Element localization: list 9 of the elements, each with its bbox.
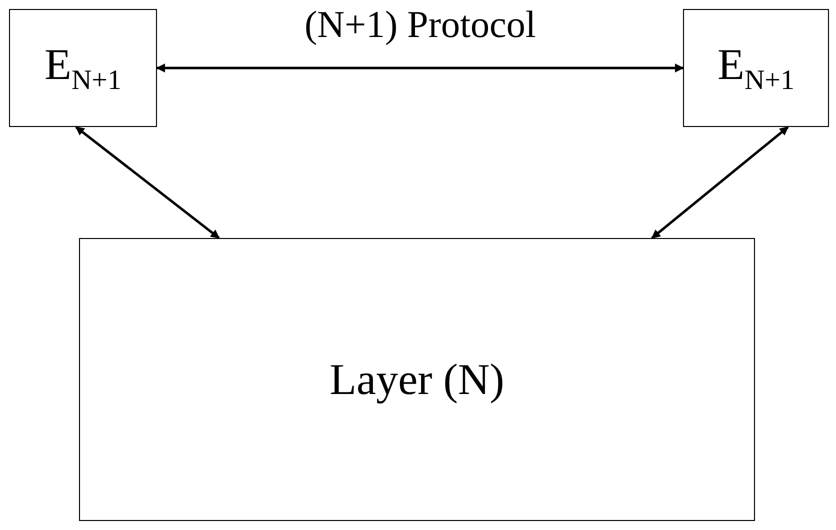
entity-box bbox=[683, 9, 829, 127]
layer-box bbox=[79, 238, 755, 521]
layer-label: Layer (N) bbox=[330, 354, 504, 405]
entity-label: E$_{N+1}$ bbox=[718, 39, 794, 97]
double-arrow bbox=[651, 126, 789, 239]
double-arrow bbox=[75, 126, 220, 239]
entity-box bbox=[9, 9, 157, 127]
double-arrow bbox=[156, 64, 684, 72]
entity-label: E$_{N+1}$ bbox=[44, 39, 122, 97]
